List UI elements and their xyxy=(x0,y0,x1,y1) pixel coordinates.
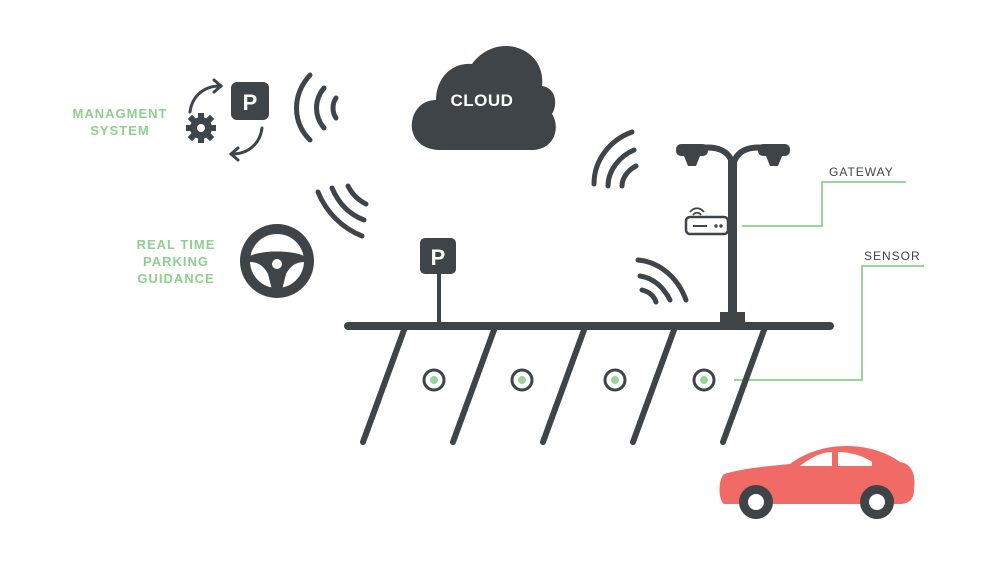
cloud-icon: CLOUD xyxy=(411,45,556,150)
management-label-line2: SYSTEM xyxy=(90,123,149,138)
guidance-label-line3: GUIDANCE xyxy=(137,271,214,286)
parking-sign-letter: P xyxy=(431,245,446,270)
management-sign-letter: P xyxy=(243,90,258,115)
sensor-icon xyxy=(422,368,446,392)
sensor-connector: SENSOR xyxy=(734,249,924,381)
sensor-icon xyxy=(510,368,534,392)
management-label-line1: MANAGMENT xyxy=(73,106,168,121)
gear-icon xyxy=(186,113,216,143)
guidance-label-line1: REAL TIME xyxy=(137,237,216,252)
sensor-icon xyxy=(692,368,716,392)
sensor-icon xyxy=(603,368,627,392)
cloud-label: CLOUD xyxy=(451,91,514,110)
street-lamp-icon xyxy=(676,144,790,322)
management-system-group: MANAGMENT SYSTEM P xyxy=(73,72,339,162)
sensor-label: SENSOR xyxy=(864,249,921,263)
wifi-signal-icon xyxy=(315,183,369,239)
parking-lot xyxy=(344,322,834,445)
parking-p-icon: P xyxy=(231,82,269,120)
guidance-label-line2: PARKING xyxy=(143,254,209,269)
wifi-signal-icon xyxy=(591,129,639,189)
parking-sign: P xyxy=(420,238,456,322)
refresh-arrows-icon xyxy=(188,78,264,162)
guidance-group: REAL TIME PARKING GUIDANCE xyxy=(137,183,369,298)
wifi-signal-icon xyxy=(294,72,339,143)
gateway-label: GATEWAY xyxy=(829,165,894,179)
steering-wheel-icon xyxy=(240,224,314,298)
router-icon xyxy=(684,207,730,236)
gateway-connector: GATEWAY xyxy=(742,165,906,227)
sensors xyxy=(422,368,716,392)
wifi-signal-icon xyxy=(635,257,689,305)
car-icon xyxy=(719,446,915,519)
